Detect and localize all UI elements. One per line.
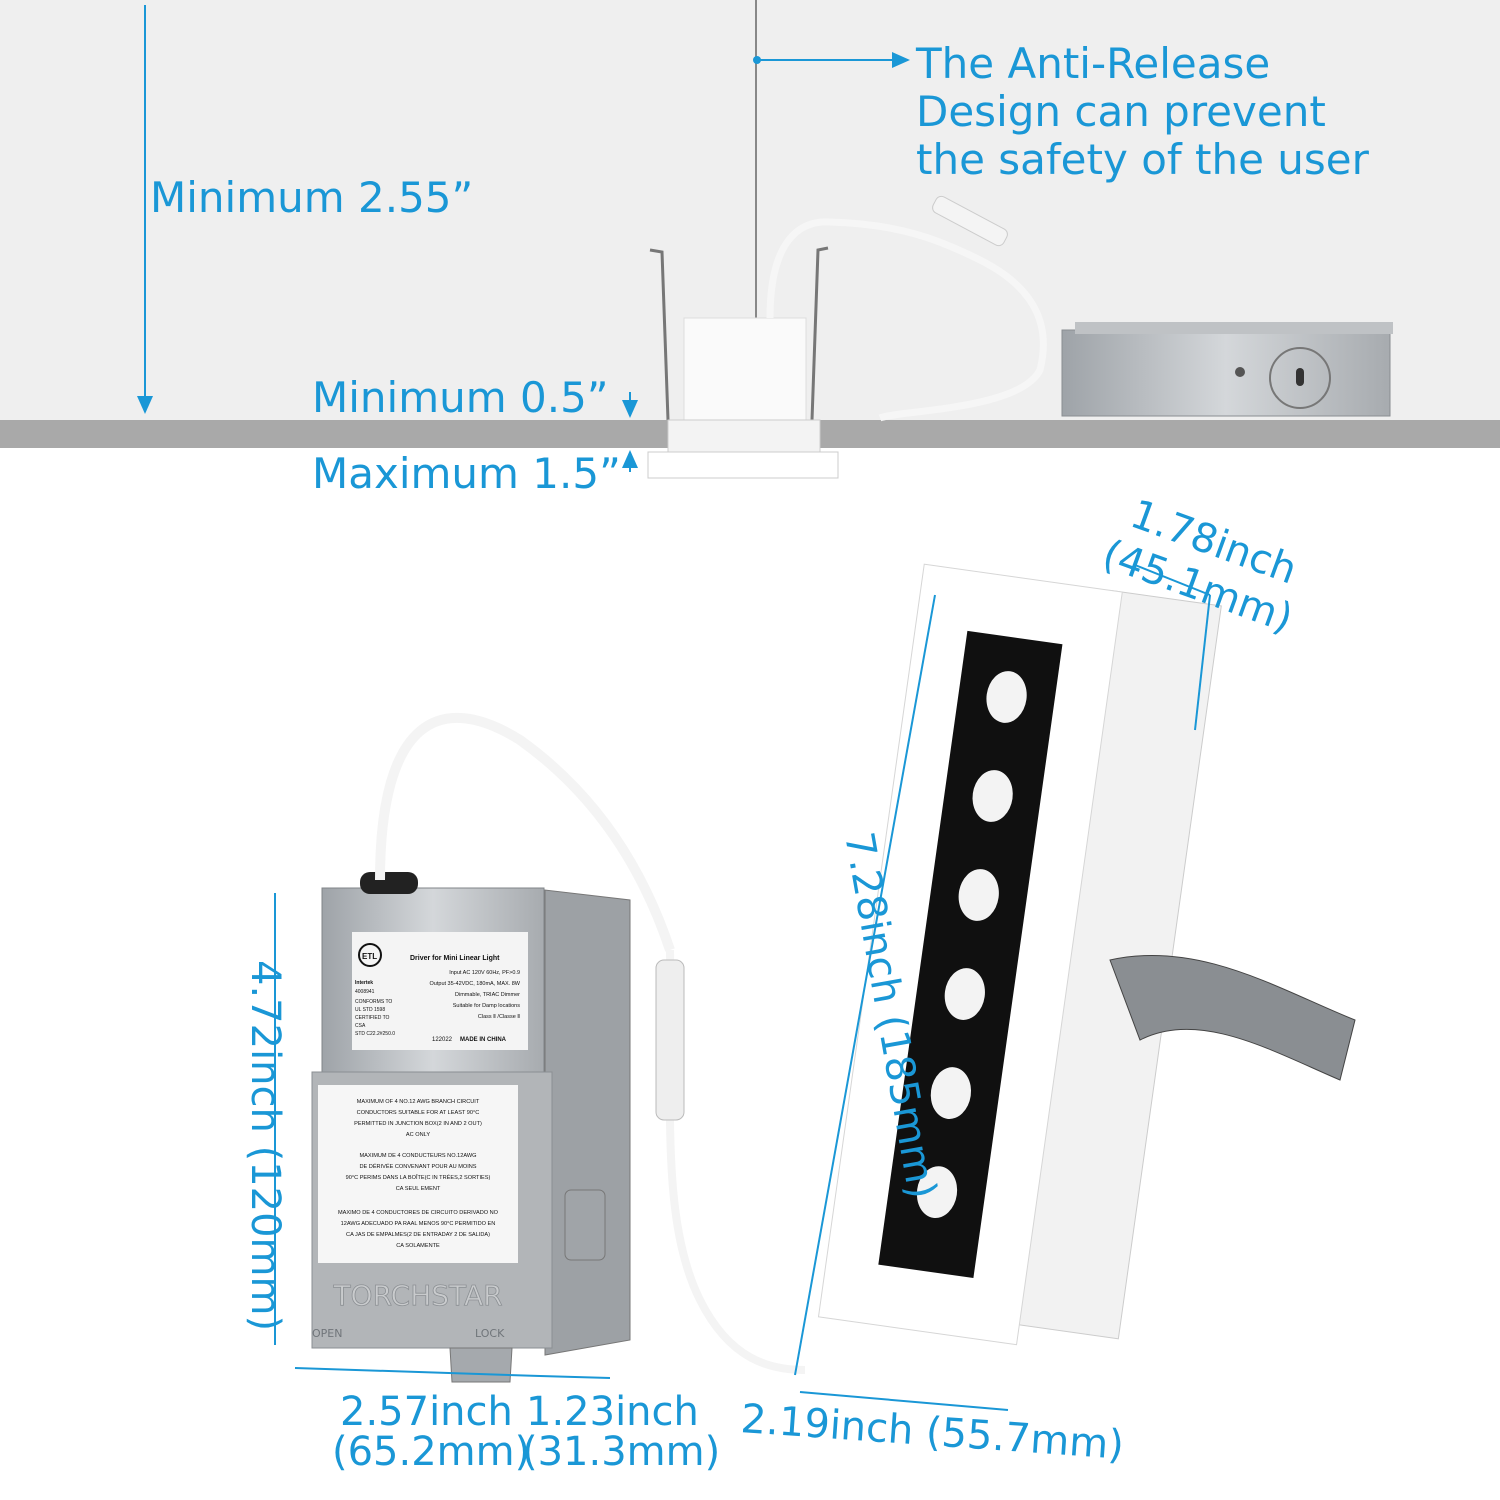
driver-depth-label: 1.23inch [526,1389,699,1435]
cert-line: STD C22.2#250.0 [355,1031,395,1037]
warning-line: MAXIMUM DE 4 CONDUCTEURS NO.12AWG [360,1153,477,1159]
cert-line: UL STD 1598 [355,1007,385,1013]
spring-clip [1109,954,1356,1081]
brand-emboss: TORCHSTAR [332,1279,502,1312]
driver-title: Driver for Mini Linear Light [410,955,500,962]
label-code: 122022 [432,1037,453,1043]
installed-fixture [647,195,1047,479]
fixture-width-line [1134,564,1211,596]
min-height-label: Minimum 2.55” [150,173,473,222]
cert-line: CERTIFIED TO [355,1015,390,1021]
spec-line: Suitable for Damp locations [453,1003,521,1009]
driver-height-label: 4.72inch (120mm) [242,960,288,1331]
warning-line: AC ONLY [406,1132,430,1138]
open-mark: OPEN [312,1327,342,1340]
face-width-label: 2.19inch (55.7mm) [739,1396,1125,1469]
cert-line: 4008941 [355,989,375,995]
lock-mark: LOCK [475,1327,505,1340]
warning-line: 90°C PERIMS DANS LA BOÎTE(C IN TRÉES,2 S… [346,1174,491,1181]
warning-line: 12AWG ADECUADO PA RAAL MENOS 90°C PERMIT… [341,1221,496,1227]
driver-width-line [294,1367,541,1377]
fixture-length-line [794,594,936,1376]
driver-width-label: 2.57inch [340,1389,513,1435]
driver-width-mm: (65.2mm) [332,1429,530,1475]
installed-driver-box [1061,322,1393,417]
spec-line: Class Ⅱ /Classe Ⅱ [478,1014,520,1020]
cert-line: CONFORMS TO [355,999,392,1005]
warning-line: MAXIMO DE 4 CONDUCTORES DE CIRCUITO DERI… [338,1210,499,1216]
min-ceiling-label: Minimum 0.5” [312,373,609,422]
warning-line: PERMITTED IN JUNCTION BOX(2 IN AND 2 OUT… [354,1121,482,1127]
spec-line: Dimmable, TRIAC Dimmer [455,992,520,998]
spec-line: Input AC 120V 60Hz, PF>0.9 [449,970,520,976]
driver-box: ETL Driver for Mini Linear Light Input A… [311,712,806,1383]
warning-line: CA SEUL EMENT [396,1186,441,1192]
warning-line: MAXIMUM OF 4 NO.12 AWG BRANCH CIRCUIT [357,1099,480,1105]
callout-line-2: Design can prevent [916,87,1326,136]
warning-line: CONDUCTORS SUITABLE FOR AT LEAST 90°C [357,1110,480,1116]
warning-label [318,1085,518,1263]
face-width-line [799,1391,1009,1411]
cert-line: CSA [355,1023,366,1029]
knockout-plug [360,872,418,894]
max-ceiling-label: Maximum 1.5” [312,449,621,498]
etl-mark-text: ETL [362,952,377,961]
callout-line-3: the safety of the user [916,135,1370,184]
cert-line: Intertek [355,980,373,986]
etl-mark-icon [358,943,382,967]
driver-cable [375,712,675,952]
driver-depth-mm: (31.3mm) [522,1429,720,1475]
warning-line: CA JAS DE EMPALMES(2 DE ENTRADAY 2 DE SA… [346,1232,490,1238]
made-in-label: MADE IN CHINA [460,1037,507,1043]
driver-depth-line [539,1375,611,1379]
callout-line-1: The Anti-Release [915,39,1270,88]
spec-line: Output 35-42VDC, 180mA, MAX. 8W [430,981,521,987]
cable-connector [655,959,685,1121]
warning-line: DE DÉRIVÉE CONVENANT POUR AU MOINS [359,1163,476,1170]
warning-line: CA SOLAMENTE [396,1243,440,1249]
